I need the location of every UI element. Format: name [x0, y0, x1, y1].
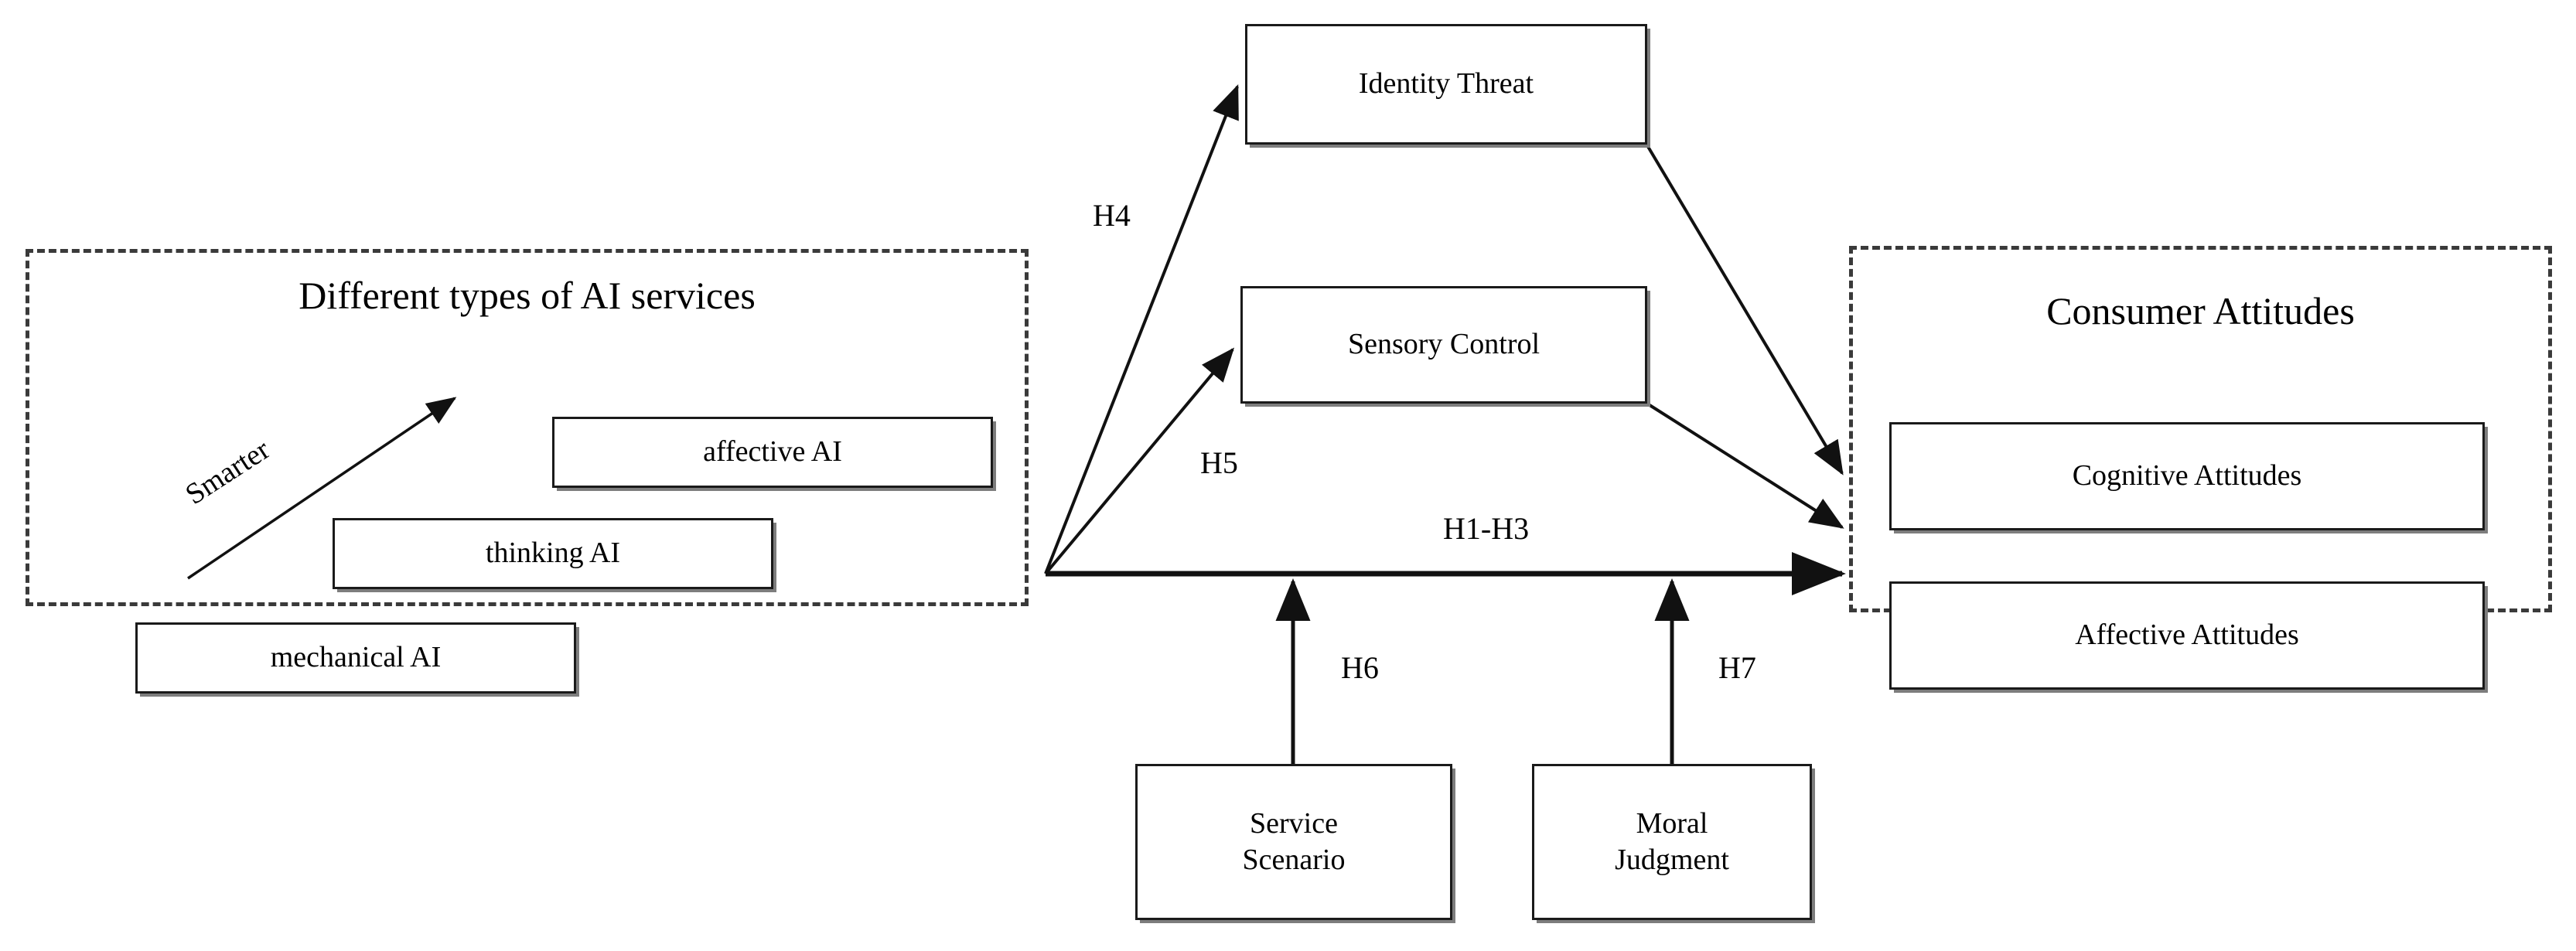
smarter-arrow	[187, 397, 457, 580]
node-moral-judgment-line1: Moral	[1636, 806, 1708, 840]
hypothesis-label-h5: H5	[1200, 445, 1238, 480]
ai-services-panel-title: Different types of AI services	[299, 274, 756, 317]
ai-services-panel	[26, 249, 1029, 606]
arrow-ai-to-identity-threat	[1044, 84, 1239, 574]
node-sensory-control-label: Sensory Control	[1347, 328, 1540, 361]
hypothesis-label-h4: H4	[1093, 198, 1131, 233]
node-cognitive-attitudes[interactable]: Cognitive Attitudes	[1889, 422, 2485, 530]
node-affective-ai-label: affective AI	[703, 435, 842, 469]
node-identity-threat[interactable]: Identity Threat	[1245, 24, 1647, 145]
node-thinking-ai[interactable]: thinking AI	[333, 518, 773, 589]
node-affective-ai[interactable]: affective AI	[552, 417, 993, 488]
consumer-attitudes-panel-title: Consumer Attitudes	[2046, 289, 2355, 332]
node-service-scenario-line2: Scenario	[1242, 844, 1346, 876]
arrow-ai-to-sensory-control	[1044, 347, 1235, 575]
node-mechanical-ai[interactable]: mechanical AI	[135, 622, 576, 694]
node-affective-attitudes-label: Affective Attitudes	[2075, 619, 2299, 652]
hypothesis-label-h1-h3: H1-H3	[1443, 511, 1530, 546]
node-cognitive-attitudes-label: Cognitive Attitudes	[2072, 459, 2302, 493]
hypothesis-label-h7: H7	[1718, 650, 1756, 685]
arrow-sensory-control-to-attitudes	[1646, 402, 1844, 529]
node-service-scenario-line1: Service	[1250, 806, 1338, 840]
node-affective-attitudes[interactable]: Affective Attitudes	[1889, 581, 2485, 690]
node-thinking-ai-label: thinking AI	[485, 537, 621, 570]
node-mechanical-ai-label: mechanical AI	[270, 641, 442, 674]
hypothesis-label-h6: H6	[1341, 650, 1379, 685]
node-moral-judgment-line2: Judgment	[1615, 844, 1729, 876]
node-identity-threat-label: Identity Threat	[1358, 67, 1534, 101]
arrow-identity-threat-to-attitudes	[1646, 144, 1844, 476]
node-sensory-control[interactable]: Sensory Control	[1240, 286, 1647, 404]
